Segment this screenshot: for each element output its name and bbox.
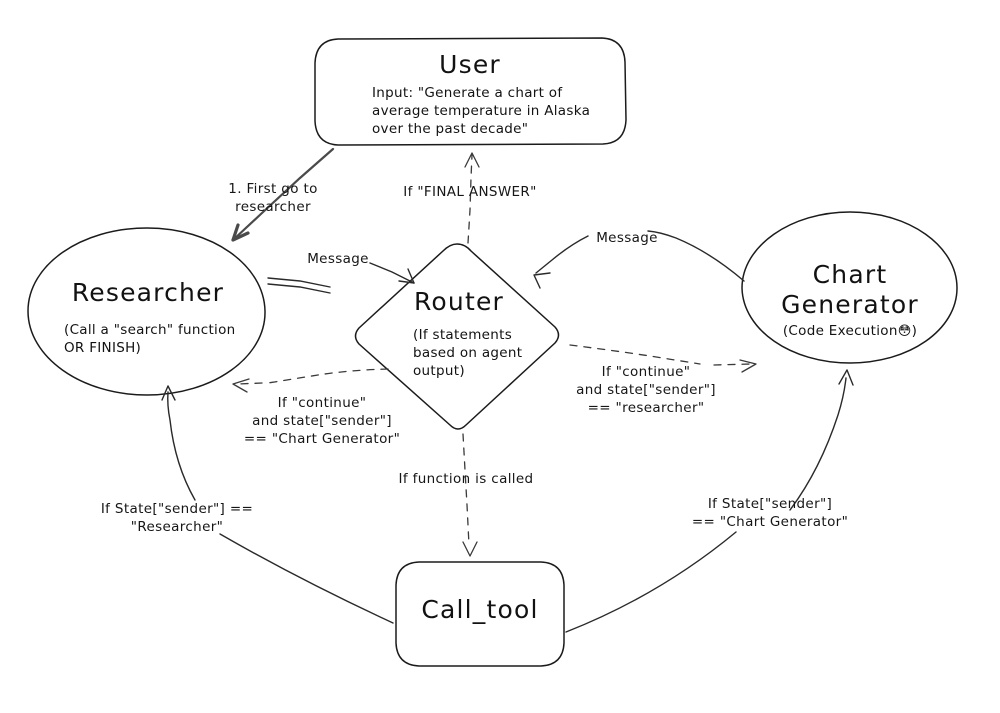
edge-label-router-to-calltool: If function is called [398,471,534,487]
node-chart-generator-title-line1: Chart [812,260,888,289]
edge-router-to-researcher [267,368,389,384]
edge-researcher-to-router [267,283,331,294]
node-chart-generator-shape[interactable] [741,211,958,364]
flushed-face-icon: 😳 [897,324,912,339]
node-call-tool-shape[interactable] [395,561,565,667]
edge-router-to-user-arrowhead [464,152,480,168]
node-router-title: Router [413,287,505,316]
edge-calltool-to-researcher [219,533,394,624]
node-user-title: User [439,50,501,79]
node-user-body: Input: "Generate a chart of average temp… [372,85,591,138]
node-researcher-body: (Call a "search" function OR FINISH) [64,322,236,357]
edge-label-calltool-to-researcher: If State["sender"] == "Researcher" [100,501,254,536]
edge-chartgen-to-router-arrowhead [533,272,551,289]
node-chart-generator-body-suffix: ) [911,323,918,339]
edge-user-to-researcher-arrowhead [231,223,250,242]
edge-calltool-to-researcher-arrowhead [161,385,176,401]
edge-calltool-to-chartgen [565,531,737,633]
edge-label-router-to-user: If "FINAL ANSWER" [403,184,537,200]
edge-router-to-calltool [462,433,470,546]
edge-router-to-chartgen-arrowhead [739,359,757,373]
edge-router-to-user [467,154,473,244]
edge-chartgen-to-router [647,230,745,282]
edge-label-user-to-researcher: 1. First go to researcher [228,181,318,216]
edge-calltool-to-chartgen-b [789,377,847,511]
node-researcher-shape[interactable] [27,227,266,396]
edge-calltool-to-researcher-b [167,391,196,501]
node-call-tool-title: Call_tool [421,595,539,624]
edge-label-calltool-to-chartgen: If State["sender"] == "Chart Generator" [691,496,849,531]
edge-chartgen-to-router-left [535,235,589,274]
edge-label-researcher-to-router: Message [307,251,369,267]
edge-researcher-to-router-arrowhead [398,268,415,284]
edge-router-to-researcher-tail [237,382,263,385]
edge-router-to-chartgen [569,344,701,365]
edge-router-to-calltool-arrowhead [462,541,478,557]
edge-label-chartgen-to-router: Message [596,230,658,246]
node-chart-generator-title-line2: Generator [781,290,919,319]
node-chart-generator-body-prefix: (Code Execution [782,323,898,339]
edge-researcher-to-router-arrow-line [369,262,415,284]
edge-router-to-researcher-arrowhead [232,378,250,393]
node-router-body: (If statements based on agent output) [413,327,523,380]
edge-researcher-to-router-b [267,277,331,288]
node-researcher-title: Researcher [71,278,225,307]
node-router-shape[interactable] [354,243,560,430]
node-chart-generator-body: (Code Execution😳) [720,322,980,341]
edge-user-to-researcher [231,147,335,242]
edge-router-to-chartgen-tail [713,363,753,366]
node-user-shape[interactable] [314,37,627,146]
edge-label-router-to-chartgen: If "continue" and state["sender"] == "re… [576,364,716,417]
edge-label-router-to-researcher: If "continue" and state["sender"] == "Ch… [243,395,401,448]
edge-calltool-to-chartgen-arrowhead [838,369,854,386]
